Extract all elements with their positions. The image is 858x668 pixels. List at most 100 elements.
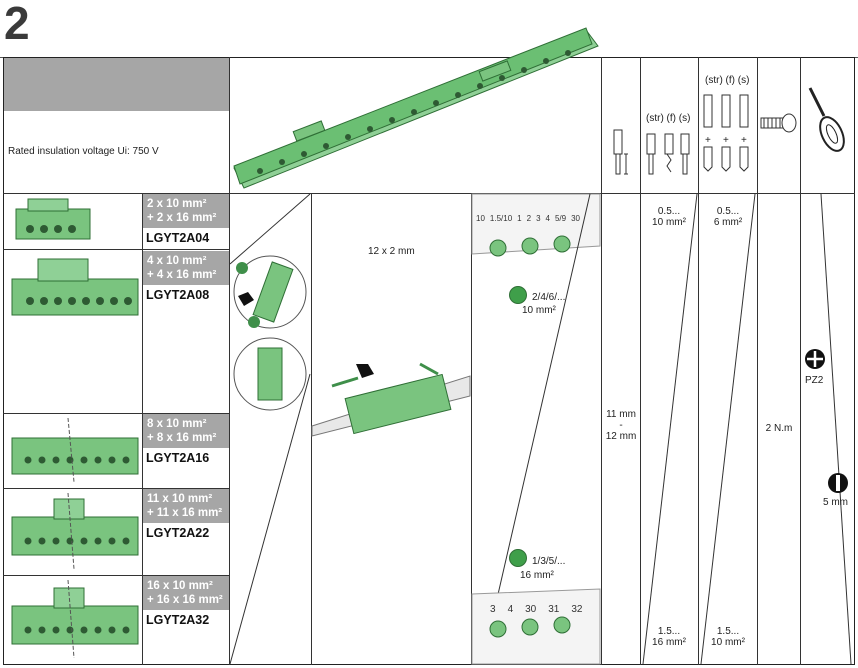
flat-screwdriver-icon: [828, 473, 848, 493]
page-number: 2: [4, 0, 30, 49]
scale-bottom-0: 3: [490, 604, 496, 615]
row-label-16-line2: + 8 x 16 mm²: [147, 432, 217, 444]
col2-top: 0.5... 6 mm²: [699, 206, 757, 228]
scale-top-7: 30: [571, 214, 580, 223]
terminal-block-8: [11, 258, 139, 316]
scale-bottom-1: 4: [507, 604, 514, 615]
scale-bottom: 3 4 30 31 32: [490, 604, 583, 615]
col1-top-1: 0.5...: [657, 206, 681, 217]
col-line-3: [471, 193, 472, 665]
row-label-22-line1: 11 x 10 mm²: [147, 493, 213, 505]
plus-3: +: [741, 135, 747, 146]
row-label-8: 4 x 10 mm² + 4 x 16 mm²: [143, 251, 229, 285]
strip-length-line1: 11 mm: [606, 409, 636, 420]
connection-diagram: [471, 193, 601, 665]
row-label-4-line2: + 2 x 16 mm²: [147, 212, 217, 224]
scale-top-5: 4: [545, 214, 550, 223]
row-line-4: [3, 575, 229, 576]
terminal-block-4: [15, 198, 91, 240]
main-table-frame: [3, 57, 855, 665]
dot-bottom-label-1: 1/3/5/...: [532, 556, 566, 567]
col-line-7: [757, 57, 758, 665]
row-line-2: [3, 413, 229, 414]
row-label-22: 11 x 10 mm² + 11 x 16 mm²: [143, 489, 229, 523]
row-label-8-line2: + 4 x 16 mm²: [147, 269, 217, 281]
plus-2: +: [723, 135, 729, 146]
col-line-2: [311, 193, 312, 665]
screw-icon: [760, 113, 797, 133]
row-line-3: [3, 488, 229, 489]
terminal-bar-illustration: [233, 27, 599, 189]
row-label-22-line2: + 11 x 16 mm²: [147, 507, 223, 519]
col-line-4: [601, 57, 602, 665]
col2-bottom: 1.5... 10 mm²: [699, 626, 757, 648]
rail-mounting-illustration: [311, 362, 471, 437]
dot-top-label-1: 2/4/6/...: [532, 292, 566, 303]
row-label-8-line1: 4 x 10 mm²: [147, 255, 207, 267]
torque-value: 2 N.m: [765, 423, 793, 434]
col2-top-1: 0.5...: [716, 206, 740, 217]
row-label-16: 8 x 10 mm² + 8 x 16 mm²: [143, 414, 229, 448]
mounting-diagonals: [229, 193, 311, 665]
header-grey-block: [4, 58, 229, 111]
scale-top-3: 2: [526, 214, 532, 223]
ref-lgyt2a22: LGYT2A22: [146, 526, 210, 540]
scale-top-2: 1: [517, 214, 522, 223]
scale-top-0: 10: [476, 214, 485, 223]
row-label-4: 2 x 10 mm² + 2 x 16 mm²: [143, 194, 229, 228]
rail-size: 12 x 2 mm: [368, 246, 415, 257]
row-label-32: 16 x 10 mm² + 16 x 16 mm²: [143, 576, 229, 610]
col-line-6: [698, 57, 699, 665]
scale-top-1: 1.5/10: [489, 214, 513, 223]
col-line-label: [142, 193, 143, 665]
plus-1: +: [705, 135, 711, 146]
ref-lgyt2a08: LGYT2A08: [146, 288, 210, 302]
strip-length-icon: [613, 129, 628, 175]
col1-top-2: 10 mm²: [652, 217, 686, 228]
dot-top-label-2: 10 mm²: [522, 305, 556, 316]
scale-top-6: 5/9: [554, 214, 567, 223]
col-header-str-f-s-2: (str) (f) (s): [705, 75, 750, 86]
scale-top-4: 3: [536, 214, 541, 223]
row-label-32-line1: 16 x 10 mm²: [147, 580, 213, 592]
row-line-1: [3, 249, 229, 250]
col1-top: 0.5... 10 mm²: [641, 206, 697, 228]
strip-length: 11 mm - 12 mm: [602, 409, 640, 442]
pz-icon: [805, 349, 825, 369]
terminal-block-22: [11, 492, 139, 570]
col-line-8: [800, 57, 801, 665]
screwdriver-icon: [808, 87, 845, 152]
scale-bottom-4: 32: [571, 604, 583, 615]
green-dot-bottom: [509, 549, 527, 567]
col-header-str-f-s-1: (str) (f) (s): [646, 113, 691, 124]
cross-section-diagonals: [642, 193, 756, 665]
terminal-block-16: [11, 417, 139, 483]
terminal-block-32: [11, 579, 139, 659]
green-dot-top: [509, 286, 527, 304]
col2-bottom-1: 1.5...: [716, 626, 740, 637]
screwdriver-diagonal: [820, 193, 852, 665]
dot-bottom-label-2: 16 mm²: [520, 570, 554, 581]
col2-bottom-2: 10 mm²: [711, 637, 745, 648]
header-bottom-line: [3, 193, 855, 194]
row-label-16-line1: 8 x 10 mm²: [147, 418, 207, 430]
col1-bottom-2: 16 mm²: [652, 637, 686, 648]
col-line-5: [640, 57, 641, 665]
col1-bottom-1: 1.5...: [657, 626, 681, 637]
col-line-1: [229, 57, 230, 665]
pz-label: PZ2: [805, 375, 824, 386]
ref-lgyt2a16: LGYT2A16: [146, 451, 210, 465]
scale-bottom-3: 31: [548, 604, 560, 615]
col2-top-2: 6 mm²: [713, 217, 743, 228]
ref-lgyt2a04: LGYT2A04: [146, 231, 210, 245]
wire-types-icon-2: [703, 94, 749, 172]
ref-lgyt2a32: LGYT2A32: [146, 613, 210, 627]
strip-length-line2: -: [619, 420, 623, 431]
scale-bottom-2: 30: [525, 604, 537, 615]
scale-top: 10 1.5/10 1 2 3 4 5/9 30: [476, 214, 580, 223]
row-label-4-line1: 2 x 10 mm²: [147, 198, 207, 210]
row-label-32-line2: + 16 x 16 mm²: [147, 594, 223, 606]
rated-voltage-text: Rated insulation voltage Ui: 750 V: [8, 146, 159, 157]
wire-types-icon-1: [646, 133, 690, 175]
flat-label: 5 mm: [823, 497, 848, 508]
